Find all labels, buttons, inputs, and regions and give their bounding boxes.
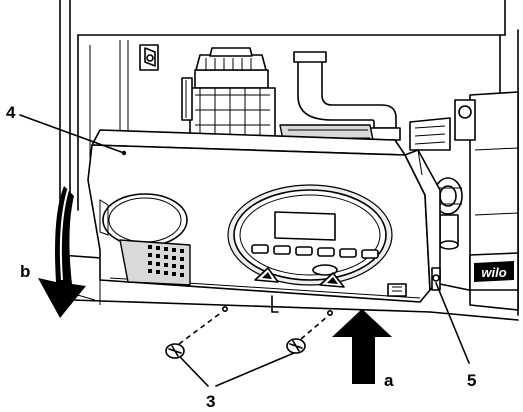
callout-a: a <box>384 371 394 390</box>
callout-b: b <box>20 262 30 281</box>
leader-4 <box>19 114 125 154</box>
arrow-b <box>38 186 86 318</box>
control-dial <box>227 184 393 286</box>
circulation-pump: wilo <box>454 91 519 311</box>
leader-3-right <box>215 352 295 387</box>
callout-5: 5 <box>467 371 476 390</box>
leader-5 <box>435 282 470 364</box>
leader-3-left <box>180 357 209 387</box>
arrow-a <box>332 309 392 384</box>
wall-bracket <box>139 44 159 71</box>
callout-3: 3 <box>206 392 215 411</box>
callout-4: 4 <box>6 103 16 122</box>
button-row <box>251 244 379 259</box>
wilo-badge-label: wilo <box>481 265 506 280</box>
lcd-screen <box>274 211 336 241</box>
vent-grid <box>119 239 191 286</box>
warning-symbols <box>254 267 345 288</box>
screw-left <box>165 343 185 359</box>
left-display-window <box>102 193 188 247</box>
screw-right <box>286 338 306 354</box>
screw-right-path <box>300 315 329 340</box>
screw-left-path <box>178 311 223 345</box>
control-panel <box>87 129 441 303</box>
gas-valve-assembly <box>181 47 276 141</box>
